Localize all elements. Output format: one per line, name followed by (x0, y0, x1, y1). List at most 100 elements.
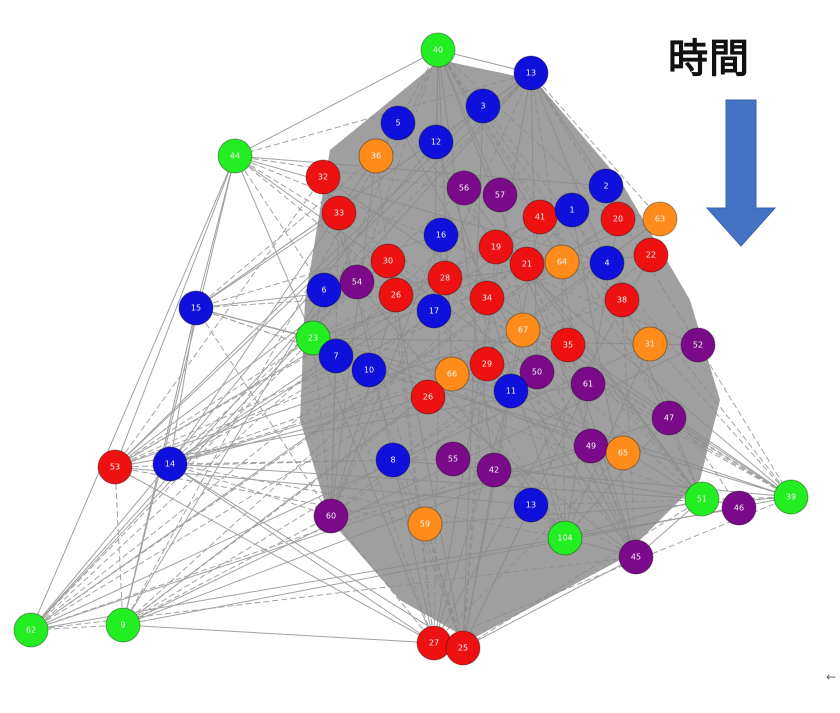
node-label: 65 (618, 449, 628, 458)
graph-node: 51 (684, 481, 720, 517)
graph-node: 1 (554, 192, 590, 228)
node-label: 27 (429, 639, 439, 648)
node-label: 11 (506, 387, 516, 396)
graph-node: 49 (573, 428, 609, 464)
node-label: 5 (395, 119, 400, 128)
node-label: 34 (482, 294, 492, 303)
graph-node: 4 (589, 245, 625, 281)
graph-node: 57 (482, 177, 518, 213)
graph-node: 59 (407, 506, 443, 542)
node-label: 25 (458, 644, 468, 653)
node-label: 66 (447, 370, 457, 379)
node-label: 54 (352, 278, 362, 287)
graph-node: 35 (550, 327, 586, 363)
graph-node: 53 (97, 449, 133, 485)
graph-node: 64 (544, 244, 580, 280)
node-label: 44 (230, 152, 240, 161)
graph-node: 12 (418, 124, 454, 160)
node-label: 61 (583, 380, 593, 389)
graph-node: 10 (351, 352, 387, 388)
node-label: 30 (383, 257, 393, 266)
node-label: 56 (459, 184, 469, 193)
node-label: 14 (165, 460, 175, 469)
node-label: 28 (440, 274, 450, 283)
node-label: 1 (569, 206, 574, 215)
graph-node: 34 (469, 280, 505, 316)
graph-node: 67 (505, 312, 541, 348)
graph-node: 31 (632, 326, 668, 362)
graph-node: 28 (427, 260, 463, 296)
graph-node: 56 (446, 170, 482, 206)
graph-node: 60 (313, 498, 349, 534)
node-label: 10 (364, 366, 374, 375)
node-label: 57 (495, 191, 505, 200)
node-label: 12 (431, 138, 441, 147)
node-label: 59 (420, 520, 430, 529)
node-label: 49 (586, 442, 596, 451)
node-label: 39 (786, 493, 796, 502)
node-label: 20 (613, 215, 623, 224)
graph-node: 15 (178, 290, 214, 326)
node-label: 50 (532, 368, 542, 377)
node-label: 51 (697, 495, 707, 504)
graph-node: 30 (370, 243, 406, 279)
graph-node: 61 (570, 366, 606, 402)
node-label: 19 (491, 243, 501, 252)
node-label: 63 (655, 215, 665, 224)
graph-node: 66 (434, 356, 470, 392)
node-label: 41 (535, 213, 545, 222)
graph-node: 44 (217, 138, 253, 174)
graph-node: 7 (318, 338, 354, 374)
node-label: 62 (26, 626, 36, 635)
node-label: 13 (526, 501, 536, 510)
graph-node: 33 (321, 195, 357, 231)
node-label: 15 (191, 304, 201, 313)
node-label: 32 (318, 173, 328, 182)
node-label: 6 (321, 286, 326, 295)
graph-node: 3 (465, 88, 501, 124)
node-label: 60 (326, 512, 336, 521)
graph-node: 17 (416, 293, 452, 329)
node-label: 22 (646, 251, 656, 260)
node-label: 31 (645, 340, 655, 349)
graph-node: 21 (509, 246, 545, 282)
node-label: 7 (333, 352, 338, 361)
graph-node: 32 (305, 159, 341, 195)
node-label: 52 (693, 341, 703, 350)
node-label: 16 (436, 231, 446, 240)
node-label: 45 (631, 553, 641, 562)
node-label: 8 (390, 456, 395, 465)
graph-node: 26 (410, 379, 446, 415)
node-label: 9 (120, 621, 125, 630)
graph-node: 29 (469, 346, 505, 382)
graph-node: 54 (339, 264, 375, 300)
graph-node: 8 (375, 442, 411, 478)
node-label: 26 (391, 291, 401, 300)
node-label: 3 (480, 102, 485, 111)
graph-node: 46 (721, 490, 757, 526)
graph-node: 26 (378, 277, 414, 313)
node-label: 36 (371, 152, 381, 161)
time-label: 時間 (668, 36, 750, 82)
node-label: 29 (482, 360, 492, 369)
node-label: 13 (526, 69, 536, 78)
graph-node: 62 (13, 612, 49, 648)
graph-node: 9 (105, 607, 141, 643)
graph-node: 13 (513, 487, 549, 523)
node-label: 67 (518, 326, 528, 335)
graph-node: 19 (478, 229, 514, 265)
graph-node: 11 (493, 373, 529, 409)
graph-node: 47 (651, 400, 687, 436)
node-label: 40 (433, 46, 443, 55)
graph-node: 36 (358, 138, 394, 174)
graph-node: 2 (588, 168, 624, 204)
graph-node: 50 (519, 354, 555, 390)
time-arrow-down-icon (705, 99, 777, 247)
node-label: 4 (604, 259, 609, 268)
node-label: 35 (563, 341, 573, 350)
corner-arrow-icon: ← (826, 670, 837, 684)
graph-node: 104 (547, 520, 583, 556)
node-label: 17 (429, 307, 439, 316)
